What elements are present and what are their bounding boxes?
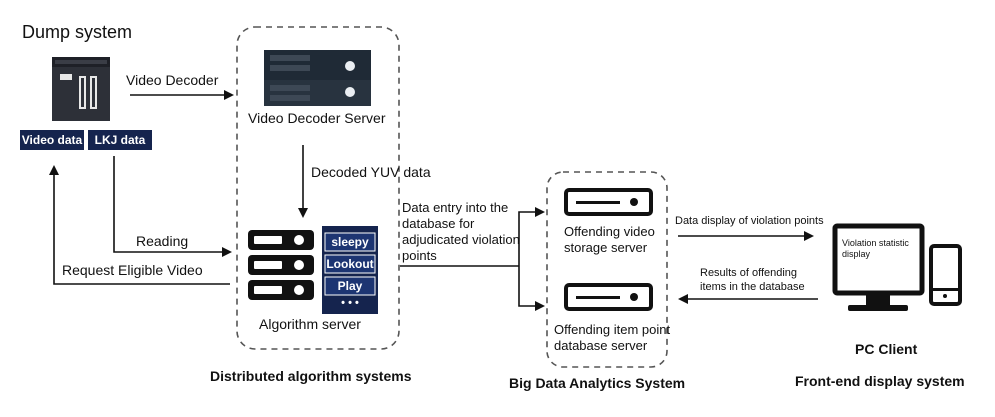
lkj-data-label: LKJ data	[88, 130, 152, 150]
decoder-server-label: Video Decoder Server	[248, 110, 386, 126]
pc-client-label: PC Client	[855, 341, 918, 357]
algorithm-server-icon	[248, 230, 314, 300]
algorithm-caption: Distributed algorithm systems	[210, 368, 412, 384]
edge-reading	[113, 156, 232, 257]
edge-label-data-entry: Data entry into the database for adjudic…	[402, 200, 520, 263]
bigdata-caption: Big Data Analytics System	[509, 375, 686, 391]
tag-more: • • •	[341, 297, 359, 309]
bigdata-group-box	[546, 171, 668, 368]
edge-label-video-decoder: Video Decoder	[126, 72, 219, 88]
tag-lookout: Lookout	[326, 257, 374, 271]
edge-label-decoded-yuv: Decoded YUV data	[311, 164, 431, 180]
monitor-screen-text: Violation statistic display	[842, 238, 909, 259]
edge-label-data-display: Data display of violation points	[675, 215, 824, 227]
phone-icon	[929, 244, 962, 306]
video-storage-server-icon	[564, 188, 653, 216]
edge-request-video	[49, 165, 230, 285]
dump-system-title: Dump system	[22, 22, 133, 42]
algorithm-server-label: Algorithm server	[259, 316, 361, 332]
frontend-caption: Front-end display system	[795, 373, 965, 389]
edge-label-reading: Reading	[136, 233, 189, 249]
tag-sleepy: sleepy	[331, 235, 369, 249]
point-db-server-icon	[564, 283, 653, 311]
video-data-label: Video data	[20, 130, 84, 150]
algorithm-group-box	[236, 26, 400, 350]
edge-label-results: Results of offending items in the databa…	[700, 267, 805, 293]
point-db-server-label: Offending item point database server	[554, 322, 671, 353]
edge-data-entry	[518, 207, 545, 266]
tag-play: Play	[337, 279, 363, 293]
video-storage-server-label: Offending video storage server	[564, 224, 655, 255]
edge-label-request: Request Eligible Video	[62, 262, 203, 278]
dump-machine-icon	[52, 57, 110, 121]
pc-monitor-icon	[832, 223, 925, 311]
decoder-server-icon	[264, 50, 371, 106]
